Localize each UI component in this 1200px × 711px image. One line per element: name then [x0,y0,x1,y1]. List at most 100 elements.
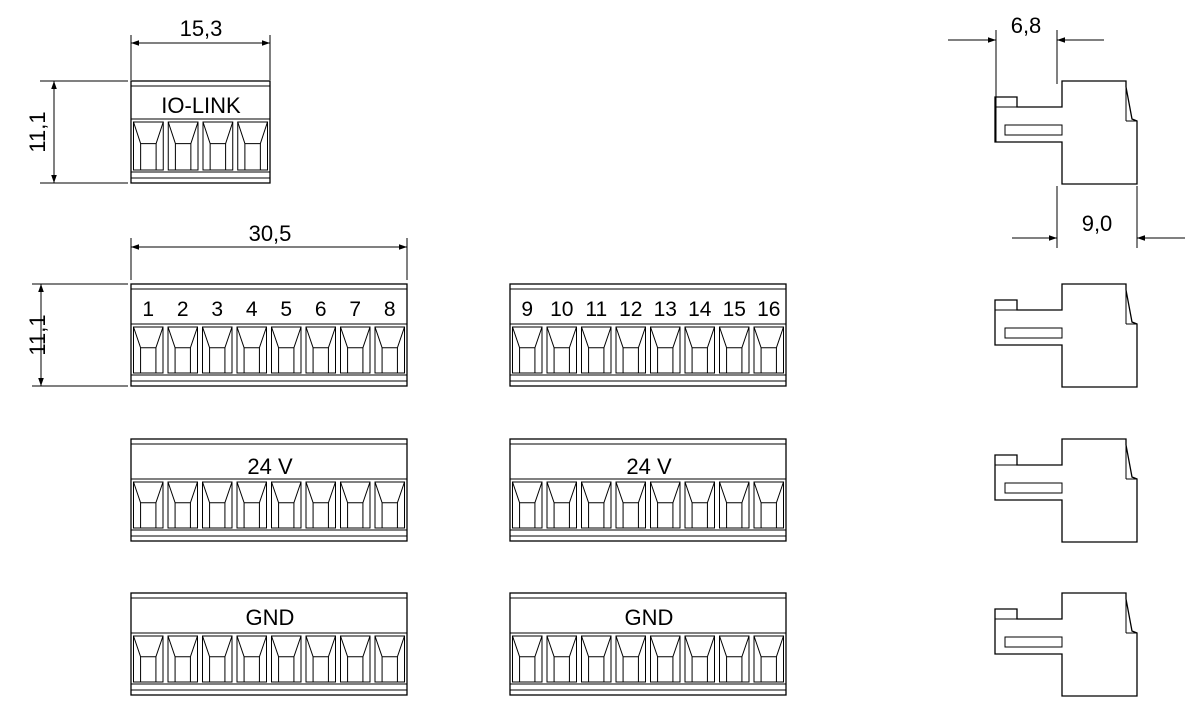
terminal-cell [133,121,164,171]
ground-connector-right: GND [509,592,787,696]
dimension-height-small-value: 11,1 [25,111,50,152]
terminal-number: 9 [521,298,533,321]
terminal-cell [202,121,234,171]
terminal-cell [202,481,233,529]
supply-right-body [509,438,787,542]
side-view-io-link [994,80,1138,185]
terminal-number: 4 [246,298,258,321]
side-view-ground [994,592,1138,697]
terminal-cell [340,481,371,529]
dimension-width-small: 15,3 [130,16,271,80]
side-profile-outline [994,438,1138,543]
side-profile-outline [994,592,1138,697]
terminal-cell [374,326,405,374]
terminal-cell [340,326,371,374]
terminal-cell [650,635,681,683]
side-view-terminals [994,283,1138,388]
ground-left-label: GND [246,605,295,630]
connector-frame [509,592,787,696]
terminal-number: 7 [349,298,361,321]
side-view-supply [994,438,1138,543]
terminal-cell [719,635,750,683]
terminal-1-8-body [130,283,408,387]
terminal-cell [546,481,577,529]
terminal-number: 13 [654,298,677,321]
terminal-cell [512,481,543,529]
terminal-cell [167,481,198,529]
terminal-cell [236,635,267,683]
connector-frame [130,438,408,542]
dimension-depth-body-value: 9,0 [1082,211,1113,236]
ground-right-body [509,592,787,696]
terminal-cell [615,635,646,683]
terminal-number: 12 [619,298,642,321]
terminal-cell [305,481,336,529]
terminal-cell [271,635,302,683]
io-link-connector: IO-LINK [130,80,271,184]
terminal-number: 15 [723,298,746,321]
terminal-number: 3 [211,298,223,321]
terminal-cell [615,326,646,374]
terminal-number: 11 [585,298,607,321]
ground-connector-left: GND [130,592,408,696]
io-link-label: IO-LINK [161,93,241,118]
terminal-cell [271,481,302,529]
terminal-number: 8 [384,298,396,321]
ground-left-body [130,592,408,696]
dimension-width-large: 30,5 [130,221,408,280]
side-profile-slot [1004,482,1063,494]
terminal-number: 1 [142,298,154,321]
side-profile-slot [1004,327,1063,339]
terminal-cell [512,326,543,374]
side-profile-outline [994,80,1138,185]
terminal-number: 16 [757,298,780,321]
dimension-depth-top: 6,8 [948,13,1104,142]
supply-left-body [130,438,408,542]
side-profile-slot [1004,636,1063,648]
supply-connector-left: 24 V [130,438,408,542]
terminal-cell [581,481,612,529]
terminal-cell [236,481,267,529]
terminal-cell [684,481,715,529]
dimension-height-large: 11,1 [25,283,128,387]
terminal-cell [512,635,543,683]
terminal-cell [374,481,405,529]
terminal-cell [271,326,302,374]
terminal-cell [202,635,233,683]
terminal-cell [546,326,577,374]
dimension-depth-body: 9,0 [1012,186,1185,248]
terminal-cell [753,635,784,683]
terminal-cell [719,326,750,374]
supply-left-label: 24 V [247,454,293,479]
terminal-cell [615,481,646,529]
terminal-cell [167,326,198,374]
io-link-body [130,80,271,184]
terminal-number: 5 [280,298,292,321]
terminal-cell [133,635,164,683]
dimension-width-small-value: 15,3 [180,16,223,41]
terminal-cell [133,326,164,374]
dimension-height-large-value: 11,1 [25,314,50,355]
terminal-cell [650,326,681,374]
dimension-height-small: 11,1 [25,80,128,184]
connector-frame [130,283,408,387]
ground-right-label: GND [625,605,674,630]
terminal-cell [374,635,405,683]
connector-frame [130,80,271,184]
terminal-cell [340,635,371,683]
terminal-cell [753,326,784,374]
side-profile-slot [1004,124,1063,136]
terminal-number: 2 [177,298,189,321]
terminal-cell [581,635,612,683]
terminal-cell [237,121,268,171]
side-profile-outline [994,283,1138,388]
terminal-cell [650,481,681,529]
terminal-number: 6 [315,298,327,321]
terminal-cell [546,635,577,683]
terminal-cell [305,326,336,374]
terminal-cell [684,635,715,683]
